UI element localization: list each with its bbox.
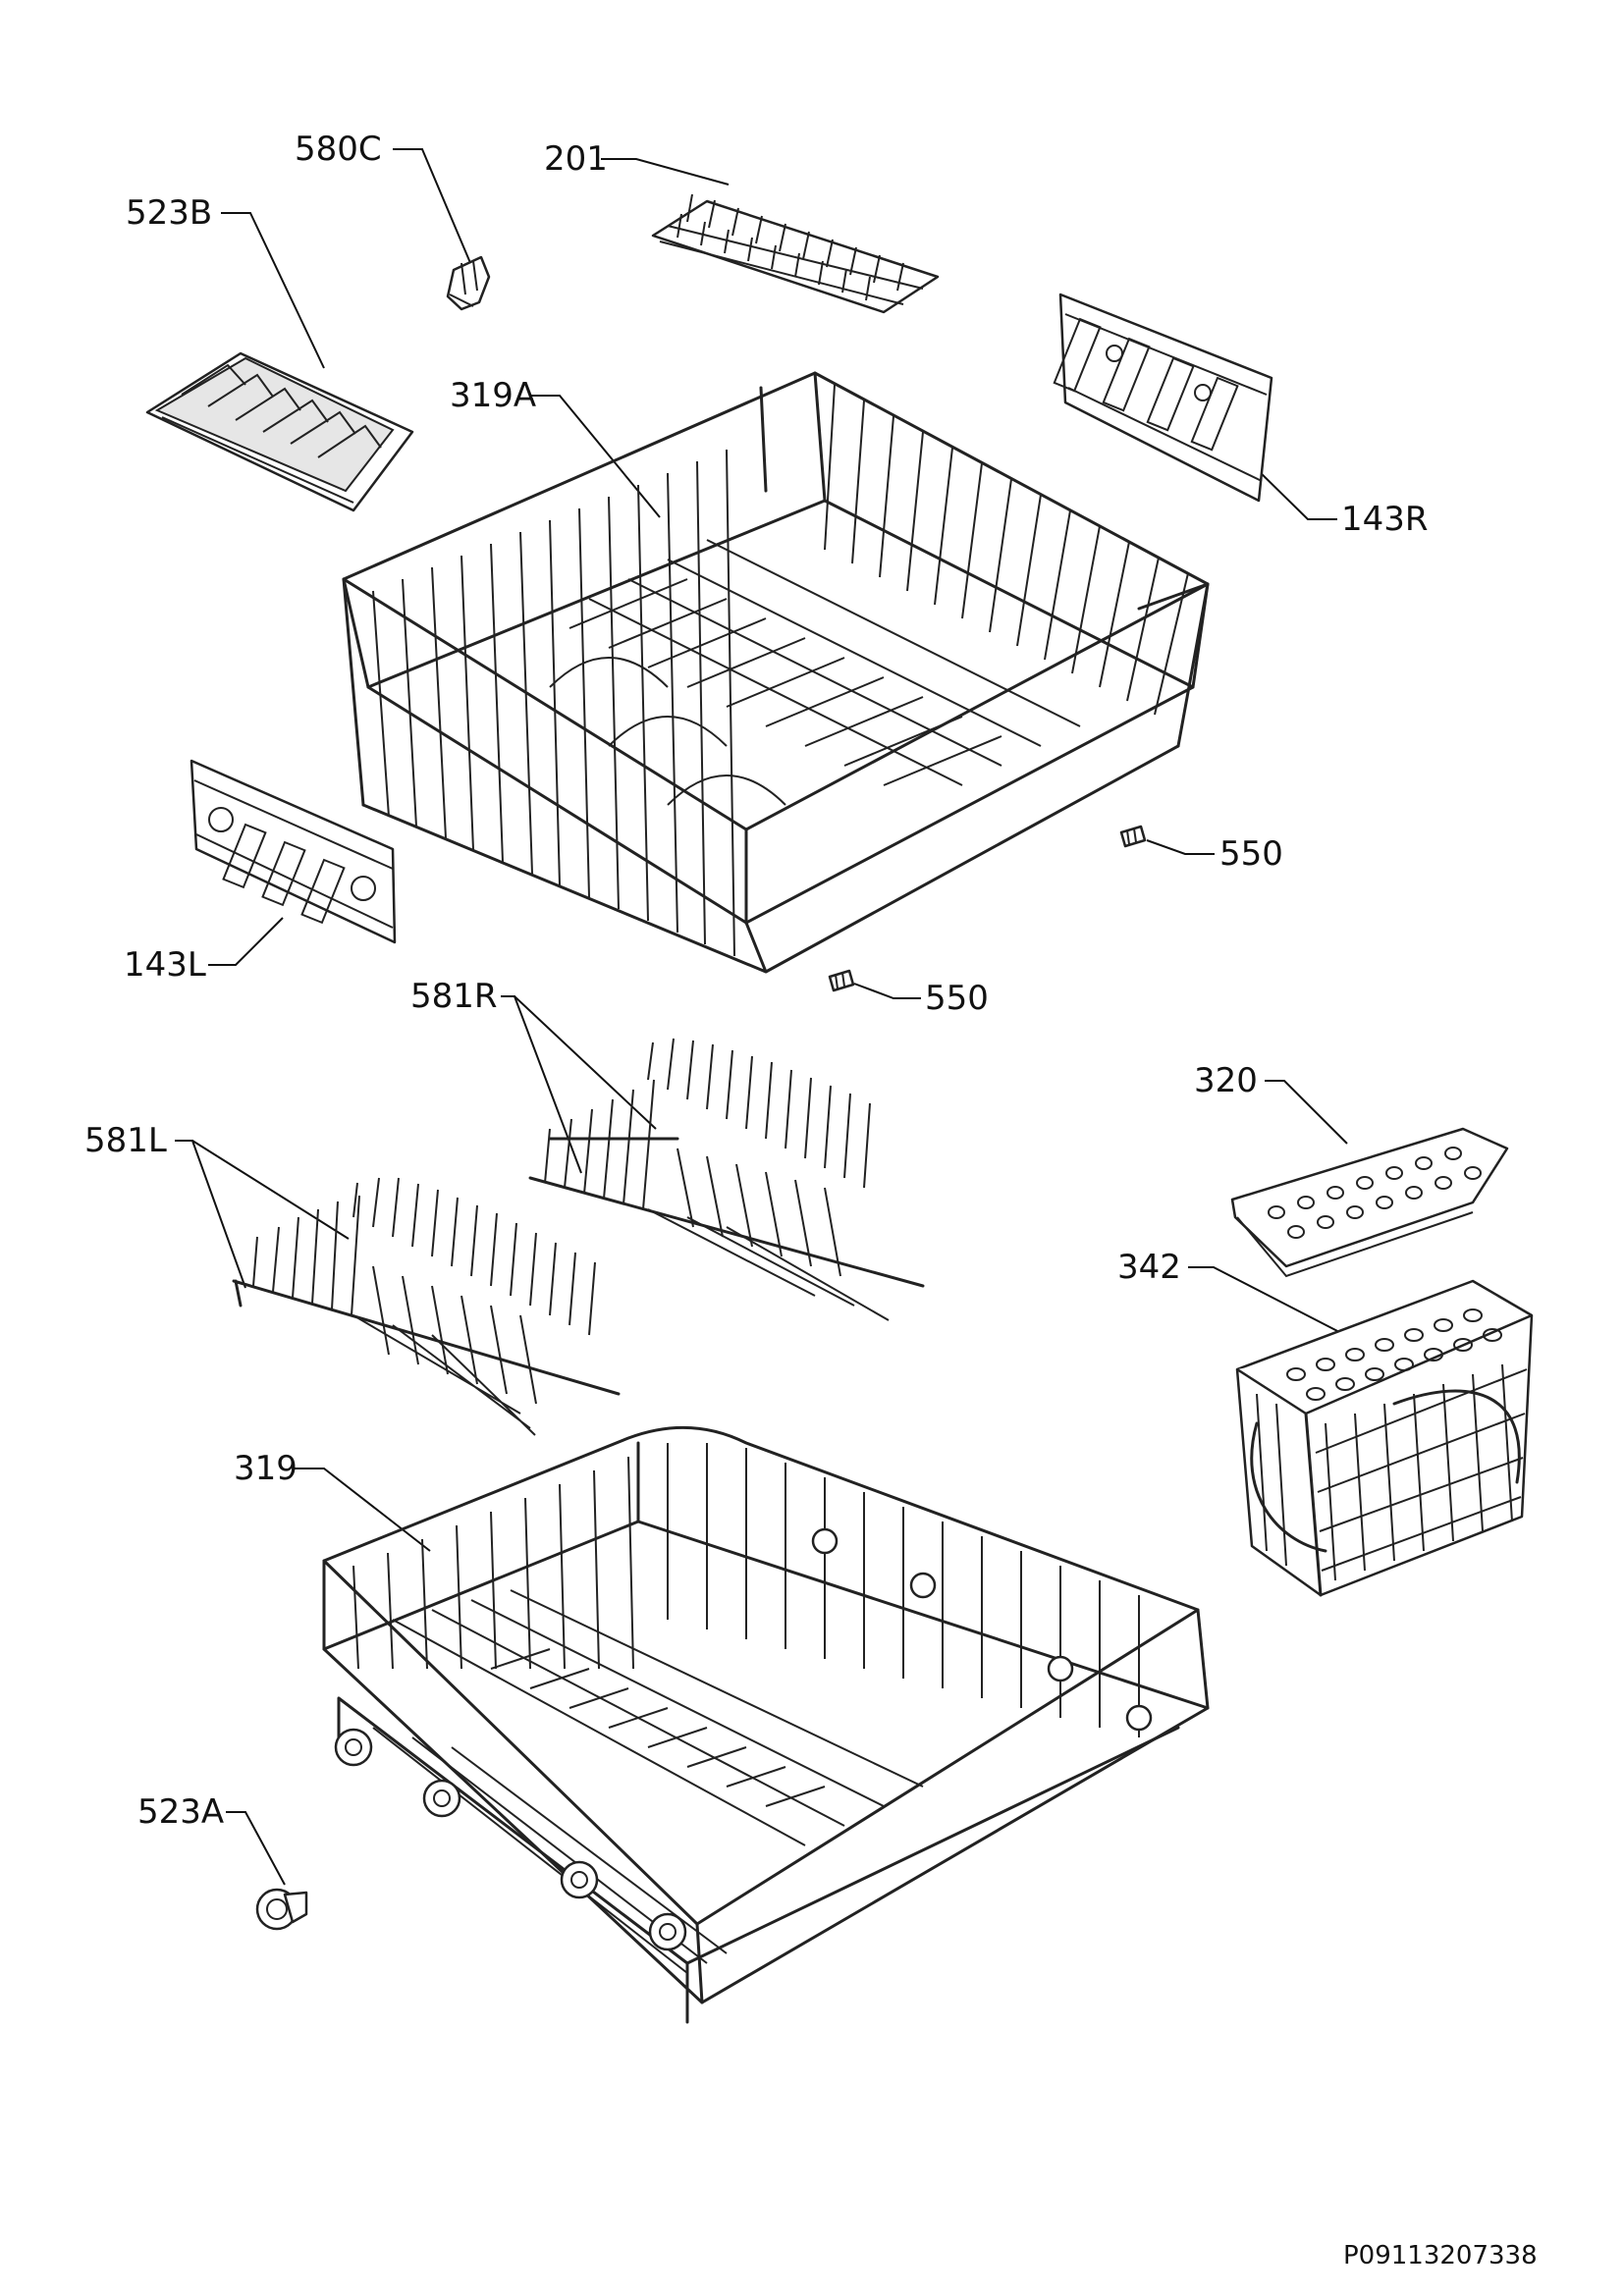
leader-523B xyxy=(221,212,325,369)
leader-580C xyxy=(393,148,477,278)
clip-580C xyxy=(446,255,491,311)
leader-143R xyxy=(1254,466,1337,520)
leader-550a xyxy=(1146,839,1215,855)
leader-342 xyxy=(1188,1266,1346,1336)
label-550-upper: 550 xyxy=(1219,834,1283,874)
upper-basket-319A xyxy=(342,371,1210,974)
label-550-lower: 550 xyxy=(925,979,989,1018)
leader-201 xyxy=(601,158,730,186)
folding-shelf-523B xyxy=(145,351,414,512)
label-581R: 581R xyxy=(410,977,498,1016)
leader-550b xyxy=(853,983,921,999)
label-320: 320 xyxy=(1194,1061,1258,1100)
spring-550b xyxy=(828,969,855,992)
leader-319A xyxy=(530,395,661,518)
label-580C: 580C xyxy=(295,130,382,169)
leader-319 xyxy=(295,1468,431,1552)
label-581L: 581L xyxy=(84,1121,167,1160)
leader-320 xyxy=(1265,1080,1348,1145)
leader-581L-1 xyxy=(175,1140,246,1289)
tine-rack-581L xyxy=(232,1177,621,1436)
label-523B: 523B xyxy=(126,193,213,233)
label-523A: 523A xyxy=(137,1792,225,1832)
leader-581L-2 xyxy=(191,1140,350,1240)
leader-143L xyxy=(208,917,284,966)
wheel-523A xyxy=(255,1888,308,1931)
label-319: 319 xyxy=(234,1449,298,1488)
spring-550a xyxy=(1119,825,1147,848)
label-201: 201 xyxy=(544,139,608,179)
label-342: 342 xyxy=(1117,1248,1181,1287)
leader-523A xyxy=(226,1811,286,1886)
label-143L: 143L xyxy=(124,945,206,985)
leader-581R-2 xyxy=(514,995,657,1130)
rail-143R xyxy=(1053,293,1273,503)
tine-insert-201 xyxy=(651,193,940,314)
cutlery-lid-320 xyxy=(1230,1127,1509,1278)
tine-rack-581R xyxy=(528,1038,925,1321)
document-code: P09113207338 xyxy=(1343,2241,1538,2270)
label-143R: 143R xyxy=(1341,500,1429,539)
label-319A: 319A xyxy=(450,376,537,415)
lower-basket-319 xyxy=(322,1425,1210,2024)
rail-143L xyxy=(189,759,397,944)
basket-wheels xyxy=(334,1527,1153,1951)
cutlery-basket-342 xyxy=(1235,1279,1534,1597)
